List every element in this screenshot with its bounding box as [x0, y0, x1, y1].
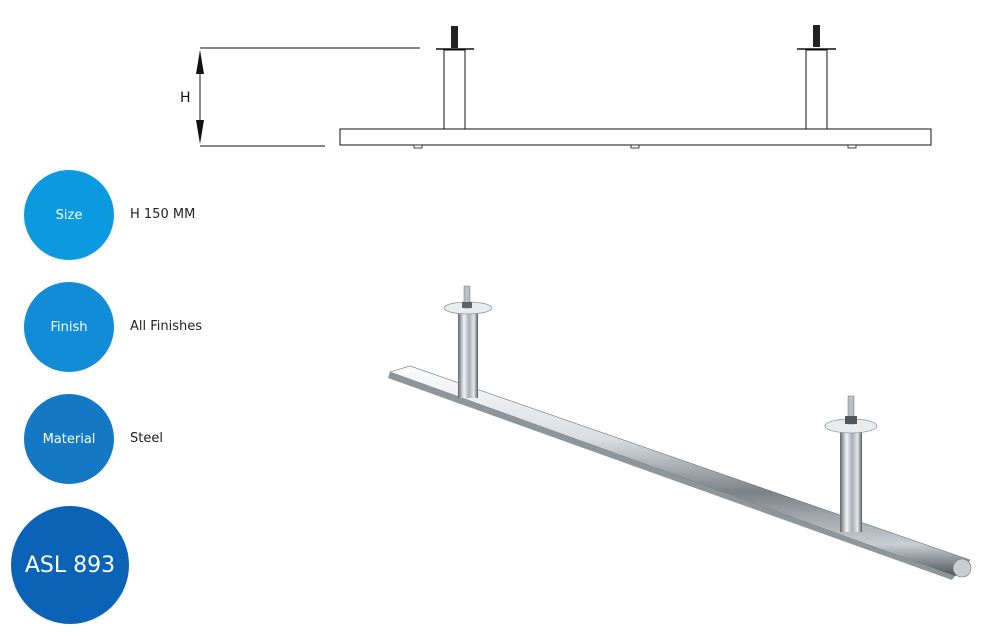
right-post	[805, 49, 828, 130]
right-post-screw	[813, 25, 820, 47]
bar-foot-left	[413, 144, 423, 149]
model-code-badge: ASL 893	[11, 506, 129, 624]
product-image	[388, 285, 972, 580]
material-value: Steel	[130, 431, 163, 446]
dimension-arrow-down	[196, 120, 204, 144]
size-badge: Size	[24, 170, 114, 260]
bar-foot-right	[847, 144, 857, 149]
left-post	[443, 49, 466, 130]
finish-value: All Finishes	[130, 319, 203, 334]
product-left-post	[443, 285, 493, 398]
bar-foot-middle	[630, 144, 640, 149]
left-post-screw	[451, 26, 458, 48]
finish-badge: Finish	[24, 282, 114, 372]
technical-drawing	[196, 25, 932, 149]
bar-outline	[339, 128, 932, 146]
dimension-label: H	[180, 90, 191, 106]
product-right-post	[824, 395, 878, 532]
size-value: H 150 MM	[130, 207, 196, 222]
product-bar	[388, 365, 972, 580]
material-badge: Material	[24, 394, 114, 484]
dimension-arrow-up	[196, 50, 204, 74]
